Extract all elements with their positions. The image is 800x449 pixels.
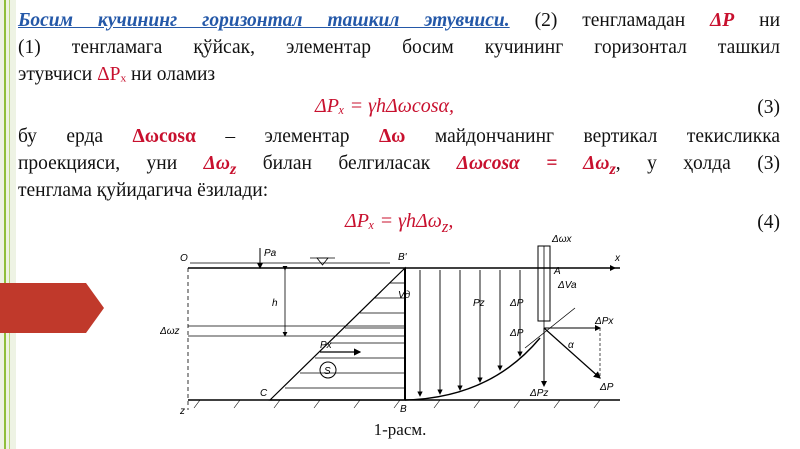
- eq4-tail: ,: [448, 210, 454, 232]
- dwcos-sub: z: [609, 159, 616, 178]
- level-triangle: [316, 257, 329, 266]
- line3-post: ни оламиз: [130, 64, 216, 85]
- label-vd: Vд: [398, 290, 411, 301]
- label-alpha: α: [568, 340, 574, 351]
- equation-4: ΔPₓ = γhΔωz,: [345, 210, 453, 237]
- label-dva: ΔVa: [557, 280, 577, 291]
- dp-force-arrow: [543, 327, 601, 379]
- text-line-5: проекцияси, уни Δωz билан белгиласак Δωc…: [18, 151, 780, 182]
- dwcos-equals-symbol: Δωcosα = Δωz: [456, 153, 616, 178]
- dwz-sub: z: [229, 159, 237, 178]
- label-dp1: ΔP: [509, 298, 524, 309]
- tangent-line: [524, 307, 576, 349]
- equation-3-number: (3): [757, 97, 780, 118]
- label-px: Px: [320, 340, 333, 351]
- delta-px-symbol: ΔPₓ: [97, 64, 127, 85]
- figure-caption: 1-расм.: [373, 420, 427, 439]
- equation-4-number: (4): [757, 212, 780, 233]
- delta-p-symbol: ΔP: [710, 10, 735, 31]
- label-dwz: Δωz: [160, 326, 180, 337]
- section-title: Босим кучининг горизонтал ташкил этувчис…: [18, 10, 510, 31]
- dw-cos-symbol: Δωcosα: [132, 126, 196, 147]
- dwcos-base: Δωcosα = Δω: [456, 153, 610, 174]
- label-dp3: ΔP: [599, 382, 614, 393]
- curved-surface: [404, 337, 541, 401]
- dwz-base: Δω: [203, 153, 230, 174]
- label-h: h: [272, 298, 278, 309]
- label-pa: Pa: [264, 248, 277, 259]
- line1-pre: (2) тенгламадан: [534, 10, 686, 31]
- label-x: x: [614, 253, 621, 264]
- line5-pre: проекцияси, уни: [18, 153, 178, 174]
- label-dpz: ΔPz: [529, 388, 548, 399]
- label-o: O: [180, 253, 188, 264]
- centroid-circle: [319, 361, 337, 379]
- label-dwx: Δωx: [551, 234, 572, 245]
- eq4-base: ΔPₓ = γhΔω: [345, 210, 442, 232]
- equation-3: ΔPₓ = γhΔωcosα,: [315, 95, 455, 117]
- label-b-top: B': [398, 252, 408, 263]
- line5-mid: билан белгиласак: [262, 153, 431, 174]
- red-arrow-tab: [0, 283, 104, 333]
- left-decor-stripe: [0, 0, 16, 449]
- text-line-1: Босим кучининг горизонтал ташкил этувчис…: [18, 8, 780, 33]
- pressure-hatch: [285, 282, 405, 389]
- label-a: A: [553, 266, 561, 277]
- line3-pre: этувчиси: [18, 64, 93, 85]
- pressure-triangle: [268, 266, 406, 401]
- line1-post: ни: [759, 10, 781, 31]
- text-line-3: этувчиси ΔPₓ ни оламиз: [18, 62, 780, 87]
- text-line-4: бу ерда Δωcosα – элементар Δω майдончани…: [18, 124, 780, 149]
- label-b: B: [400, 404, 407, 415]
- pressure-diagram: O Pa B' Δωx x A ΔVa Vд Pz ΔP ΔP ΔPx ΔP α…: [160, 234, 621, 417]
- dw-symbol: Δω: [378, 126, 406, 147]
- vertical-force-arrows: [417, 270, 523, 397]
- dwz-symbol: Δωz: [203, 153, 237, 178]
- label-dp2: ΔP: [509, 328, 524, 339]
- label-z: z: [179, 406, 185, 417]
- label-pz: Pz: [473, 298, 485, 309]
- line4-post: майдончанинг вертикал текисликка: [434, 126, 781, 147]
- label-s: S: [324, 366, 331, 377]
- bottom-hatching: [193, 399, 601, 409]
- label-c: C: [260, 388, 268, 399]
- line4-mid: – элементар: [225, 126, 350, 147]
- line5-post: , у ҳолда (3): [615, 153, 781, 174]
- eq4-sub: z: [441, 217, 449, 236]
- text-line-2: (1) тенгламага қўйсак, элементар босим к…: [18, 37, 780, 58]
- label-dpx: ΔPx: [594, 316, 614, 327]
- line4-pre: бу ерда: [18, 126, 104, 147]
- text-line-6: тенглама қуйидагича ёзилади:: [18, 180, 269, 201]
